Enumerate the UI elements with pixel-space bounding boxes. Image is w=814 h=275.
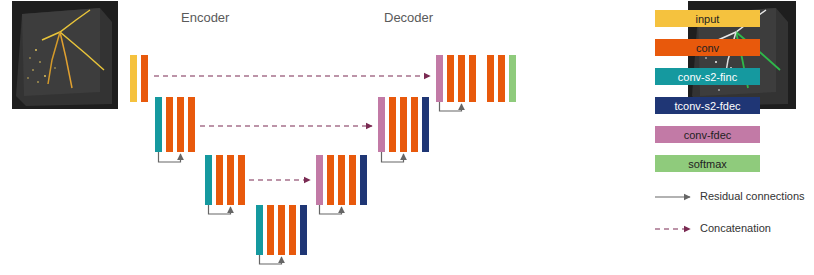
input-volume-image	[12, 1, 118, 109]
concatenation-arrows	[154, 76, 430, 180]
conv-layer	[338, 155, 345, 205]
section-label: Encoder	[181, 10, 229, 25]
conv-layer	[177, 97, 184, 152]
conv-layer	[400, 97, 407, 152]
tconv-s2-fdec-layer	[300, 205, 307, 255]
conv-layer	[278, 205, 285, 255]
legend-swatch: input	[655, 10, 760, 27]
legend-text: conv	[696, 42, 719, 54]
noise-dots	[27, 49, 55, 83]
conv-layer	[188, 97, 195, 152]
conv-layer	[411, 97, 418, 152]
softmax-layer	[509, 55, 516, 102]
conv-s2-finc-layer	[256, 205, 263, 255]
residual-arrow	[260, 255, 282, 264]
conv-layer	[216, 155, 223, 205]
legend-text: tconv-s2-fdec	[674, 100, 740, 112]
concatenation-sample	[655, 228, 690, 229]
legend-swatch: conv	[655, 39, 760, 56]
layer-bars	[130, 55, 516, 255]
conv-layer	[458, 55, 465, 102]
residual-arrow	[440, 102, 462, 111]
legend-swatch: conv-s2-finc	[655, 68, 760, 85]
conv-layer	[166, 97, 173, 152]
legend-text: Concatenation	[700, 222, 771, 234]
residual-arrow	[382, 152, 404, 162]
tconv-s2-fdec-layer	[422, 97, 429, 152]
conv-fdec-layer	[436, 55, 443, 102]
residual-arrow	[320, 205, 342, 214]
conv-layer	[389, 97, 396, 152]
residual-arrow	[209, 205, 231, 214]
legend-swatch: softmax	[655, 155, 760, 172]
legend-swatch: tconv-s2-fdec	[655, 97, 760, 114]
residual-sample	[655, 196, 690, 197]
legend-text: input	[696, 13, 720, 25]
input-layer	[130, 55, 137, 102]
vessel-line	[60, 32, 104, 70]
image-ground	[12, 1, 118, 109]
legend-text: conv-fdec	[684, 129, 732, 141]
conv-s2-finc-layer	[205, 155, 212, 205]
conv-layer	[349, 155, 356, 205]
conv-s2-finc-layer	[155, 97, 162, 152]
conv-layer	[238, 155, 245, 205]
cube-face	[22, 8, 100, 96]
concatenation-arrow	[200, 125, 372, 126]
vessel-line	[48, 32, 60, 84]
conv-layer	[289, 205, 296, 255]
conv-fdec-layer	[316, 155, 323, 205]
conv-layer	[327, 155, 334, 205]
conv-layer	[487, 55, 494, 102]
conv-layer	[498, 55, 505, 102]
cube-face	[16, 8, 112, 106]
conv-layer	[447, 55, 454, 102]
conv-fdec-layer	[378, 97, 385, 152]
conv-layer	[469, 55, 476, 102]
concatenation-arrow	[249, 179, 310, 180]
conv-layer	[141, 55, 148, 102]
section-label: Decoder	[384, 10, 433, 25]
concatenation-arrow	[154, 75, 430, 76]
legend-text: softmax	[688, 158, 727, 170]
legend-text: Residual connections	[700, 190, 805, 202]
conv-layer	[227, 155, 234, 205]
conv-layer	[267, 205, 274, 255]
residual-arrow	[159, 152, 181, 162]
vessel-line	[42, 10, 90, 40]
tconv-s2-fdec-layer	[360, 155, 367, 205]
legend-text: conv-s2-finc	[678, 71, 737, 83]
legend-swatch: conv-fdec	[655, 126, 760, 143]
